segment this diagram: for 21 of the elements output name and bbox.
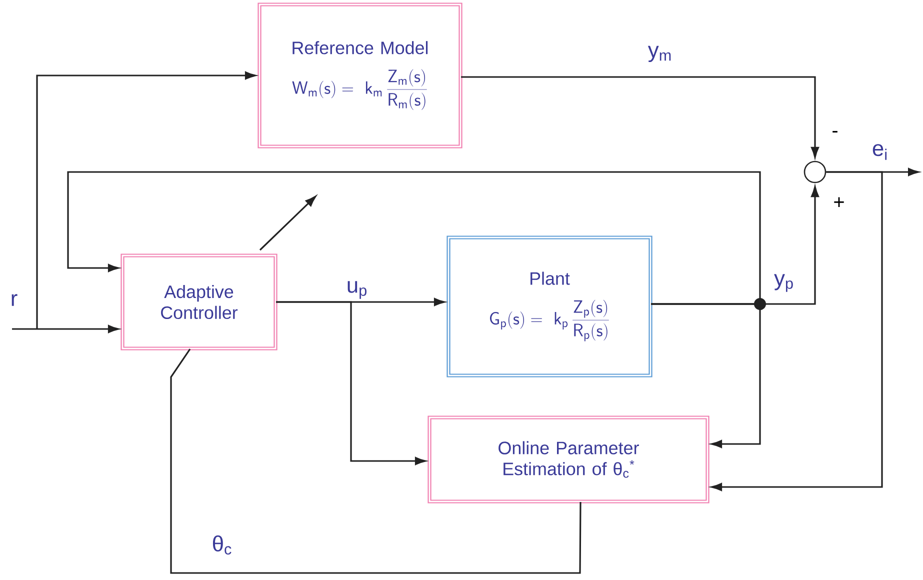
signal-label: y$_{p}$: [773, 273, 795, 293]
estimator-box: Online Parameter Estimation of θ$_{c}$*: [428, 416, 710, 504]
signal-label: u$_{p}$: [345, 280, 369, 300]
summing-junction: [804, 160, 826, 184]
arrow: [36, 72, 256, 329]
signal-label: r: [9, 293, 19, 307]
controller-box: Adaptive Controller: [120, 254, 278, 350]
arrow: [651, 303, 761, 448]
sign-label: -: [832, 130, 838, 133]
plant-box: Plant $\mathsf{G_{p}(s)=\ k_{p}\,\frac{Z_{p}(s)}{R_{p}(s)}}$: [446, 236, 652, 378]
signal-label: θ$_{c}$: [210, 534, 234, 556]
arrow: [12, 325, 119, 333]
sign-label: +: [834, 197, 844, 207]
arrow: [461, 76, 819, 158]
signal-label: y$_{m}$: [646, 44, 674, 64]
arrow: [276, 301, 426, 465]
model-box: Reference Model $\mathsf{W_{m}(s)=\ k_{m}\,\frac{Z_{m}(s)}{R_{m}(s)}}$: [258, 2, 462, 148]
signal-label: e$_{i}$: [870, 143, 890, 161]
connector-line: [170, 348, 582, 574]
arrow: [67, 171, 761, 305]
arrow: [711, 171, 883, 491]
